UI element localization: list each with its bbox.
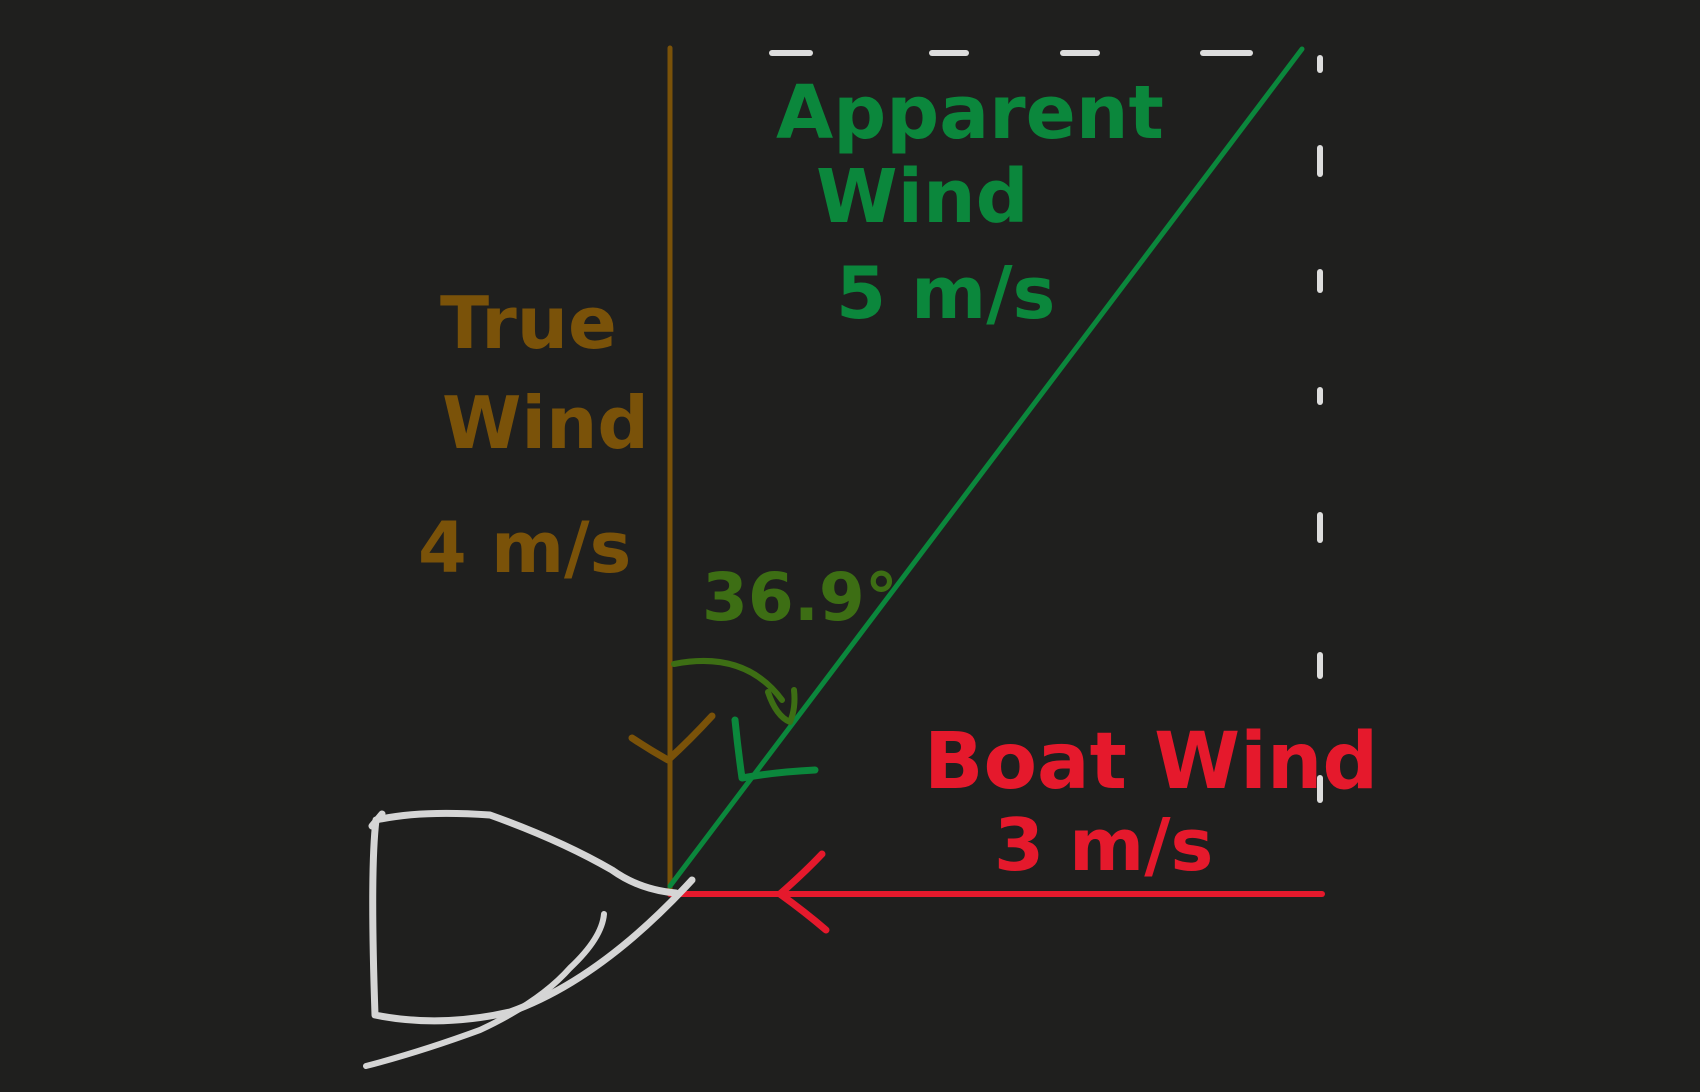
boat-wind-label: Boat Wind 3 m/s [924,717,1378,887]
true-wind-vector [628,45,716,896]
apparent-wind-label: Apparent Wind 5 m/s [776,70,1164,335]
apparent-wind-vector [667,46,1305,889]
true-wind-label-line1: True [440,281,617,365]
angle-arc [671,658,798,725]
true-wind-speed: 4 m/s [418,507,631,589]
boat-wind-speed: 3 m/s [994,803,1213,887]
boat-wind-vector [667,850,1325,934]
apparent-wind-speed: 5 m/s [836,251,1055,335]
apparent-wind-label-line1: Apparent [776,70,1164,156]
true-wind-label: True Wind 4 m/s [418,281,649,589]
boat-drawing [363,809,696,1069]
apparent-wind-arrowhead [731,716,819,782]
true-wind-arrowhead [628,712,716,764]
angle-label: 36.9° [702,559,898,636]
boat-wind-label-line1: Boat Wind [924,717,1378,807]
true-wind-label-line2: Wind [442,381,649,465]
apparent-wind-label-line2: Wind [816,154,1029,240]
angle-arc-arrowhead [765,687,798,725]
boat-wind-arrowhead [776,850,830,934]
